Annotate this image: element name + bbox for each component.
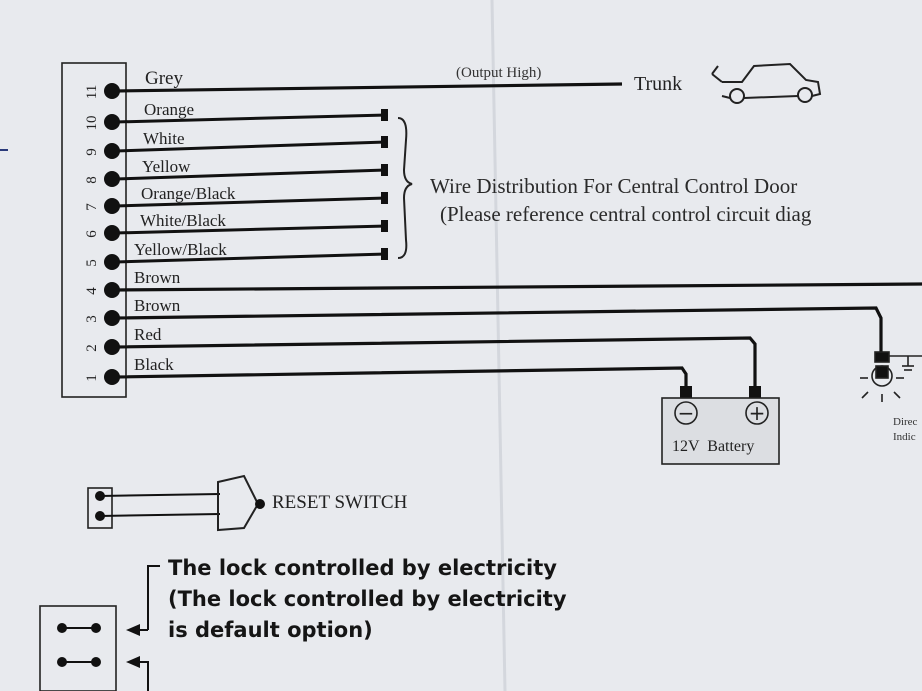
wire-terminals [381, 109, 388, 260]
battery: − + 12V Battery [661, 386, 780, 465]
battery-plus-sign: + [749, 401, 766, 425]
lock-note-line1: (The lock controlled by electricity [168, 587, 567, 611]
battery-minus-sign: − [678, 401, 695, 425]
pin-number: 10 [84, 116, 100, 131]
wire-grey [114, 82, 623, 93]
wire-orange [114, 113, 386, 124]
indicator-label-2: Indic [893, 431, 916, 443]
pin-number: 4 [84, 287, 100, 295]
pin-dot [104, 143, 120, 159]
wire-orange-black [114, 196, 386, 208]
distribution-title: Wire Distribution For Central Control Do… [430, 174, 797, 198]
pin-number: 9 [84, 148, 100, 156]
pin-dot [104, 198, 120, 214]
lock-jumper-block [39, 605, 117, 691]
pin-number: 8 [84, 176, 100, 184]
wire-white-black [114, 224, 386, 235]
door-wire-group [114, 113, 386, 264]
paper-fold [490, 0, 507, 691]
pin-dot [104, 254, 120, 270]
reset-switch: RESET SWITCH [87, 474, 408, 532]
wire-yellow-black [114, 252, 386, 264]
pin-number: 6 [84, 230, 100, 238]
wire-color-label: Brown [134, 268, 181, 287]
pin-number: 3 [84, 315, 100, 323]
wire-white [114, 140, 386, 153]
terminal [381, 220, 388, 232]
wire-color-label: Brown [134, 296, 181, 315]
wire-color-label: Black [134, 355, 174, 374]
wire-group-bracket [397, 117, 413, 259]
wire-color-label: Yellow/Black [134, 240, 227, 259]
battery-terminal-positive [749, 386, 761, 398]
pin-dot [104, 114, 120, 130]
lock-note-line2: is default option) [168, 618, 373, 642]
lock-section: The lock controlled by electricity (The … [39, 556, 567, 691]
indicator-label-1: Direc [893, 416, 918, 428]
plus-icon [745, 401, 769, 425]
pin-dot [104, 83, 120, 99]
wire-brown-3 [114, 306, 883, 352]
distribution-subtitle: (Please reference central control circui… [440, 202, 812, 226]
wire-color-label: Yellow [142, 157, 191, 176]
switch-icon [217, 474, 260, 532]
terminal [381, 248, 388, 260]
pin-number: 11 [84, 85, 100, 99]
lock-heading: The lock controlled by electricity [168, 556, 557, 580]
terminal [381, 109, 388, 121]
wire-color-label: White [143, 129, 185, 148]
arrow-left-icon [126, 624, 140, 636]
reset-wire [99, 493, 221, 497]
terminal [381, 192, 388, 204]
pin-dot [104, 282, 120, 298]
terminal [381, 164, 388, 176]
reset-connector [87, 487, 113, 529]
wire-yellow [114, 168, 386, 181]
battery-body [661, 397, 780, 465]
terminal [381, 136, 388, 148]
pin-dot [104, 225, 120, 241]
battery-label: 12V Battery [672, 438, 754, 455]
pin-number: 2 [84, 344, 100, 352]
connector-block [61, 62, 127, 398]
reset-wire [99, 513, 221, 517]
lock-bracket-line [147, 565, 160, 630]
pin-dot [104, 171, 120, 187]
wire-color-label: Red [134, 325, 162, 344]
trunk-label: Trunk [634, 73, 682, 95]
pin-number: 1 [84, 374, 100, 382]
arrow-left-icon [126, 656, 140, 668]
wire-red [114, 336, 757, 392]
switch-dot [255, 499, 265, 509]
wire-color-label: White/Black [140, 211, 226, 230]
lamp-icon [860, 351, 922, 402]
pin-dot [104, 339, 120, 355]
pin-list: 1Black2Red3Brown4Brown5Yellow/Black6Whit… [84, 68, 236, 385]
pin-dot [104, 310, 120, 326]
pin-number: 5 [84, 259, 100, 267]
wire-color-label: Orange/Black [141, 184, 236, 203]
wire-color-label: Orange [144, 100, 194, 119]
wire-brown-4 [114, 282, 922, 292]
battery-terminal-negative [680, 386, 692, 398]
pin-number: 7 [84, 203, 100, 211]
wire-color-label: Grey [145, 68, 183, 89]
car-icon [711, 62, 822, 104]
reset-switch-label: RESET SWITCH [272, 492, 408, 513]
pin-dot [104, 369, 120, 385]
output-high-label: (Output High) [456, 65, 541, 81]
minus-icon [674, 401, 698, 425]
wire-black [114, 366, 688, 392]
